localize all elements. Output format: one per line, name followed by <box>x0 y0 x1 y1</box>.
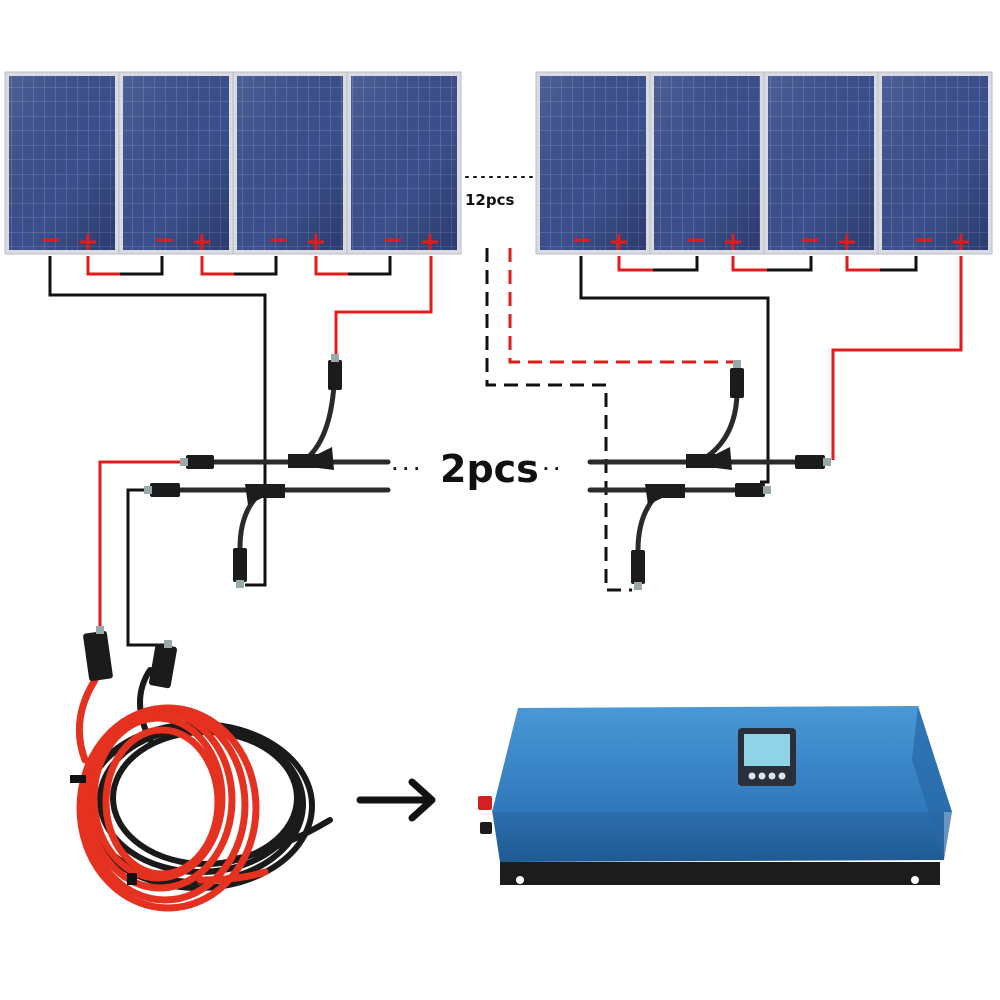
terminal-minus: − <box>799 225 821 255</box>
terminal-plus: + <box>836 227 858 257</box>
terminal-signs: − + − + − + − + − + − + − + − + <box>40 225 972 257</box>
string-wires <box>48 248 963 647</box>
panel-array-right <box>535 71 993 255</box>
negative-wire-dashed <box>485 248 632 592</box>
solar-panel-icon <box>535 71 651 255</box>
mc4-connector-icon <box>233 548 247 588</box>
mc4-connector-icon <box>631 550 645 590</box>
positive-wire-dashed <box>508 248 735 364</box>
solar-panel-icon <box>346 71 462 255</box>
solar-panel-icon <box>877 71 993 255</box>
terminal-plus: + <box>419 227 441 257</box>
solar-panel-icon <box>763 71 879 255</box>
negative-output-wire <box>126 488 170 647</box>
inverter-button <box>768 772 776 780</box>
branch-count: · · · 2pcs · · <box>392 447 560 491</box>
mc4-connector-icon <box>328 354 342 390</box>
solar-panel-icon <box>649 71 765 255</box>
y-branch-connector-icon <box>645 447 732 505</box>
positive-wire <box>334 256 433 358</box>
terminal-plus: + <box>191 227 213 257</box>
inverter-button <box>748 772 756 780</box>
terminal-minus: − <box>685 225 707 255</box>
terminal-plus: + <box>305 227 327 257</box>
mc4-connector-icon <box>795 455 831 469</box>
y-branch-connector-icon <box>245 447 334 505</box>
mc4-connector-icon <box>730 360 744 398</box>
inverter-button <box>778 772 786 780</box>
inverter-button <box>758 772 766 780</box>
panel-count-label: 12pcs <box>465 191 515 209</box>
positive-output-wire <box>98 460 180 628</box>
panel-array-left <box>4 71 462 255</box>
solar-panel-icon <box>232 71 348 255</box>
branch-dots-left: · · · <box>392 460 420 478</box>
negative-wire <box>48 256 267 587</box>
arrow-right-icon <box>356 778 436 822</box>
panel-count: 12pcs <box>465 176 537 209</box>
mc4-connectors <box>144 354 831 590</box>
positive-wire <box>831 256 963 460</box>
terminal-plus: + <box>950 227 972 257</box>
terminal-minus: − <box>154 225 176 255</box>
terminal-minus: − <box>40 225 62 255</box>
inverter-input-terminal <box>480 822 492 834</box>
mc4-connector-icon <box>180 455 214 469</box>
terminal-minus: − <box>268 225 290 255</box>
terminal-minus: − <box>913 225 935 255</box>
cable-coil-icon <box>70 626 333 912</box>
solar-panel-icon <box>118 71 234 255</box>
mc4-connector-icon <box>735 483 771 497</box>
grid-tie-inverter-icon <box>478 706 952 885</box>
branch-dots-right: · · <box>543 460 560 478</box>
inverter-input-terminal <box>478 796 492 810</box>
terminal-plus: + <box>722 227 744 257</box>
terminal-minus: − <box>382 225 404 255</box>
series-jumpers <box>86 256 918 276</box>
terminal-plus: + <box>608 227 630 257</box>
terminal-plus: + <box>77 227 99 257</box>
terminal-minus: − <box>571 225 593 255</box>
solar-panel-icon <box>4 71 120 255</box>
mc4-connector-icon <box>144 483 180 497</box>
negative-wire <box>579 256 770 484</box>
branch-count-label: 2pcs <box>440 447 539 491</box>
